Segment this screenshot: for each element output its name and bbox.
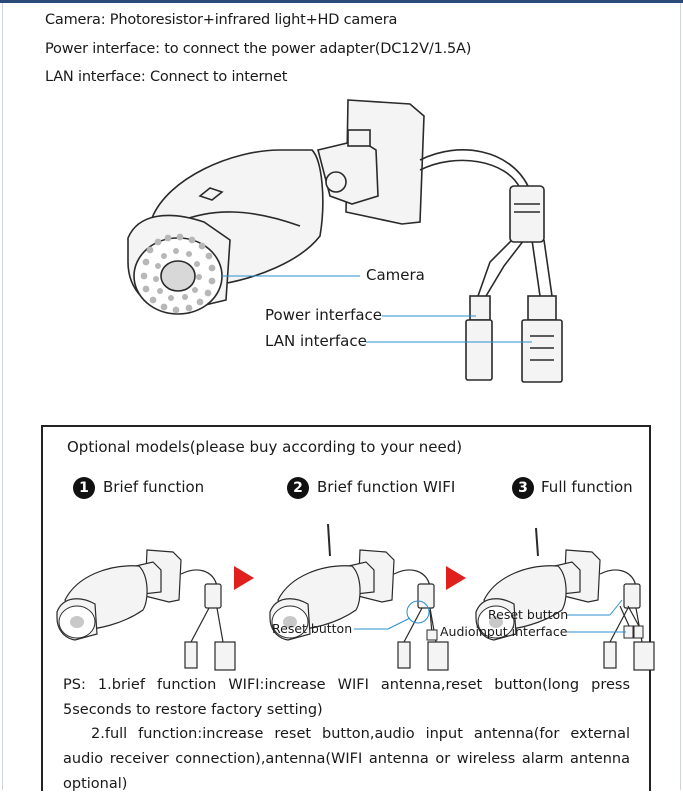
model-3-number-badge: 3 — [512, 477, 534, 499]
left-rail — [2, 3, 3, 790]
right-rail — [680, 3, 681, 790]
top-border — [0, 0, 683, 3]
models-title: Optional models(please buy according to … — [67, 438, 463, 456]
callout-reset-button-model-2: Reset button — [272, 621, 353, 636]
model-1-number-badge: 1 — [73, 477, 95, 499]
models-frame — [41, 425, 651, 791]
model-3-label: Full function — [541, 478, 633, 496]
label-lan-interface: LAN interface — [265, 332, 367, 350]
model-1-label: Brief function — [103, 478, 205, 496]
spec-power: Power interface: to connect the power ad… — [45, 41, 472, 57]
label-camera: Camera — [366, 266, 425, 284]
callout-audio-input: Audioinput interface — [440, 624, 568, 639]
callout-reset-button-model-3: Reset button — [488, 607, 569, 622]
note-line-1: PS: 1.brief function WIFI:increase WIFI … — [63, 677, 630, 718]
camera-illustration — [127, 99, 563, 383]
model-2-number-badge: 2 — [287, 477, 309, 499]
label-power-interface: Power interface — [265, 306, 383, 324]
note-line-2: 2.full function:increase reset button,au… — [63, 726, 630, 792]
spec-camera: Camera: Photoresistor+infrared light+HD … — [45, 12, 398, 28]
model-2-label: Brief function WIFI — [317, 478, 456, 496]
spec-lan: LAN interface: Connect to internet — [45, 69, 288, 85]
